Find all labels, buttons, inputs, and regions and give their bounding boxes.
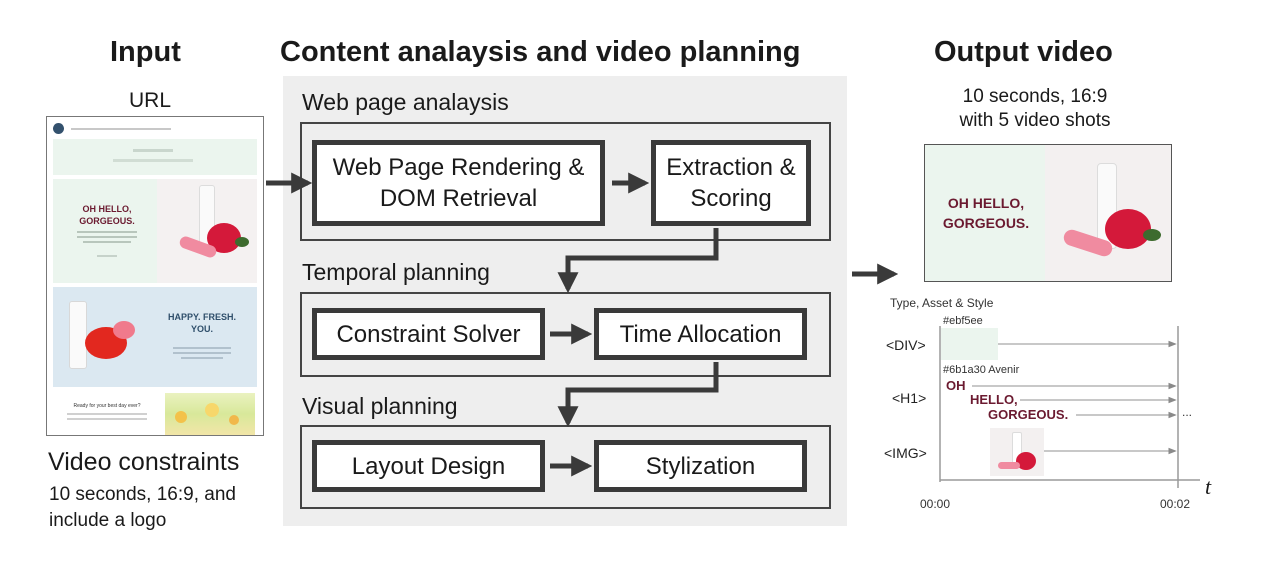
section-title-web-page-analysis: Web page analaysis [302,89,509,115]
output-desc-line2: with 5 video shots [959,110,1111,131]
step-layout-design: Layout Design [312,440,545,492]
step-constraint-solver: Constraint Solver [312,308,545,360]
input-title: Input [110,36,181,68]
bottle-icon [69,301,87,369]
timeline-ellipsis: ... [1182,405,1193,419]
h1-word-oh: OH [946,378,966,393]
webpage-screenshot: OH HELLO, GORGEOUS. HAPPY. FRESH. YOU. [46,116,264,436]
h1-style-label: #6b1a30 Avenir [943,364,1020,376]
img-thumb-flower-icon [1016,452,1036,470]
url-label: URL [128,89,171,112]
step-stylization: Stylization [594,440,807,492]
webpage-hero-2-heading: HAPPY. FRESH. YOU. [167,312,236,334]
output-video-frame: OH HELLO, GORGEOUS. [924,144,1172,282]
step-web-page-rendering: Web Page Rendering & DOM Retrieval [312,140,605,226]
constraints-text: 10 seconds, 16:9, and include a logo [49,484,236,531]
timeline-row-h1: <H1> [892,390,927,406]
webpage-footer-heading: Ready for your best day ever? [73,403,141,409]
div-asset-block [941,328,998,360]
webpage-hero-1: OH HELLO, GORGEOUS. [53,179,257,283]
div-style-label: #ebf5ee [943,315,983,327]
output-frame-heading-line2: GORGEOUS. [942,215,1030,231]
webpage-hero-1-photo [157,179,257,283]
webpage-hero-2: HAPPY. FRESH. YOU. [53,287,257,387]
webpage-banner [53,139,257,175]
step-time-allocation: Time Allocation [594,308,807,360]
timeline-axis-variable: t [1205,474,1212,499]
output-frame-photo [1045,145,1171,281]
webpage-nav-links [71,128,171,130]
h1-word-gorgeous: GORGEOUS. [988,407,1069,422]
output-frame-heading-line1: OH HELLO, [947,195,1025,211]
img-asset-thumb [990,428,1044,476]
constraints-title: Video constraints [48,448,240,476]
webpage-footer: Ready for your best day ever? [53,391,257,435]
timeline-row-img: <IMG> [884,445,927,461]
section-title-temporal-planning: Temporal planning [302,259,490,285]
output-flower-icon [1105,209,1151,249]
timeline-row-div: <DIV> [886,337,926,353]
step-extraction-scoring: Extraction & Scoring [651,140,811,226]
webpage-hero-1-heading: OH HELLO, GORGEOUS. [79,204,135,226]
section-title-visual-planning: Visual planning [302,393,458,419]
tick-start: 00:00 [920,497,951,511]
output-title: Output video [934,36,1113,68]
webpage-nav [53,123,253,135]
output-desc-line1: 10 seconds, 16:9 [962,86,1108,107]
h1-word-hello: HELLO, [970,392,1018,407]
webpage-logo-icon [53,123,64,134]
middle-title: Content analaysis and video planning [280,36,801,68]
webpage-hero-2-photo [53,287,149,387]
timeline-title: Type, Asset & Style [890,296,994,310]
webpage-footer-photo [165,393,255,435]
tick-end: 00:02 [1160,497,1191,511]
